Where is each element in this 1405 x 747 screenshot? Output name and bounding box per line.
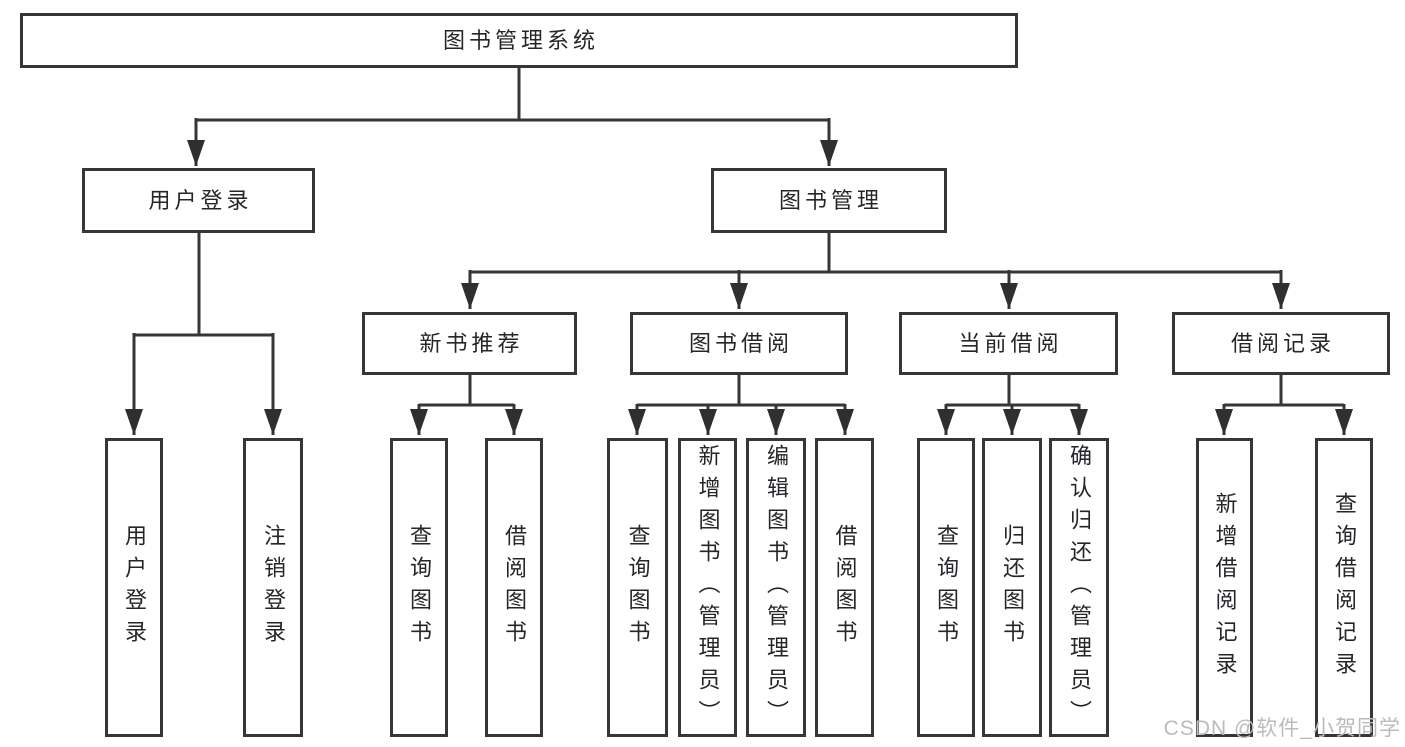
leaf-query-books-borrow: 查询图书	[607, 438, 668, 737]
leaf-query-borrow-record: 查询借阅记录	[1315, 438, 1373, 737]
leaf-borrow-books: 借阅图书	[815, 438, 874, 737]
node-book-management: 图书管理	[711, 168, 947, 233]
node-current-borrow: 当前借阅	[899, 312, 1118, 375]
node-label: 当前借阅	[958, 330, 1063, 356]
leaf-user-login: 用户登录	[105, 438, 163, 737]
leaf-confirm-return-admin: 确认归还（管理员）	[1049, 438, 1109, 737]
leaf-query-books-current: 查询图书	[917, 438, 975, 737]
node-label: 新书推荐	[419, 330, 524, 356]
node-root-library-system: 图书管理系统	[20, 13, 1018, 68]
connector-book-borrow-group	[628, 375, 854, 435]
csdn-watermark: CSDN @软件_小贺同学	[1163, 717, 1401, 740]
node-borrow-records: 借阅记录	[1172, 312, 1390, 375]
leaf-add-borrow-record: 新增借阅记录	[1196, 438, 1253, 737]
leaf-query-books-recommend: 查询图书	[390, 438, 448, 737]
node-new-book-recommend: 新书推荐	[362, 312, 577, 375]
connector-root-to-level2	[187, 68, 838, 166]
node-label: 图书管理	[778, 187, 883, 213]
leaf-logout: 注销登录	[243, 438, 303, 737]
node-label: 借阅记录	[1230, 330, 1335, 356]
leaf-add-books-admin: 新增图书（管理员）	[678, 438, 737, 737]
leaf-edit-books-admin: 编辑图书（管理员）	[746, 438, 806, 737]
node-label: 图书借阅	[688, 330, 793, 356]
leaf-borrow-books-recommend: 借阅图书	[485, 438, 543, 737]
connector-user-login-branch	[125, 233, 282, 435]
connector-new-book-group	[410, 375, 523, 435]
connector-book-management-branch	[461, 233, 1290, 309]
connector-current-borrow-group	[937, 375, 1088, 435]
node-label: 图书管理系统	[442, 27, 599, 53]
node-label: 用户登录	[148, 187, 253, 213]
node-book-borrow: 图书借阅	[630, 312, 848, 375]
connector-borrow-records-group	[1215, 375, 1353, 435]
leaf-return-books: 归还图书	[982, 438, 1042, 737]
node-user-login: 用户登录	[82, 168, 315, 233]
